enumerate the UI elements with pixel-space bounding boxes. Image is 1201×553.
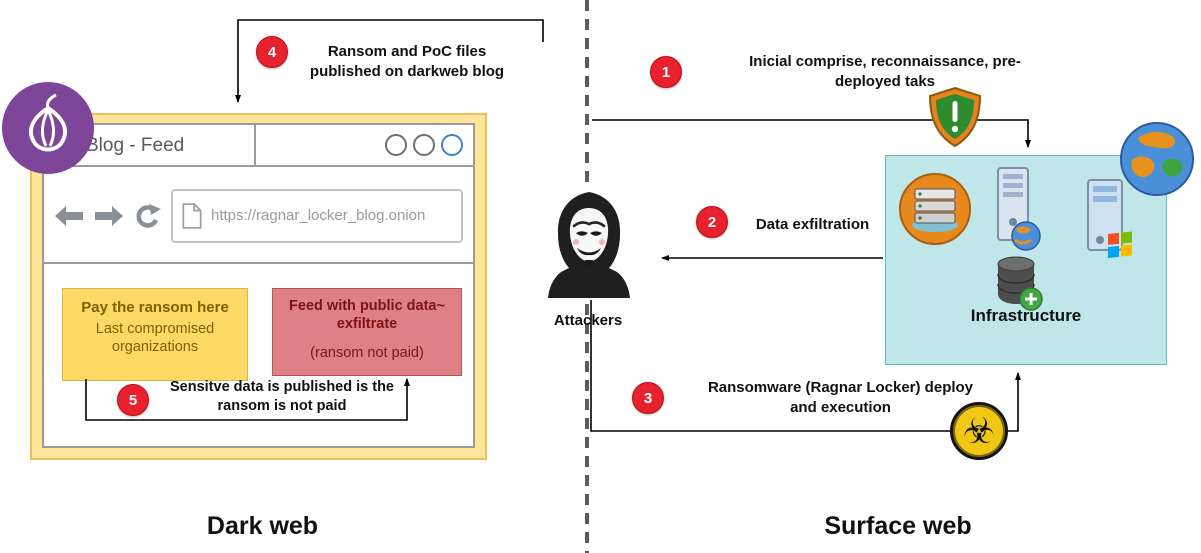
- globe-icon: [1120, 122, 1194, 196]
- window-control-circle-blue: [441, 134, 463, 156]
- url-text: https://ragnar_locker_blog.onion: [211, 207, 426, 224]
- database-add-icon: [997, 256, 1043, 311]
- infrastructure-label: Infrastructure: [970, 306, 1082, 325]
- biohazard-glyph: ☣: [962, 410, 996, 451]
- browser-tab-bar: Blog - Feed: [44, 125, 473, 167]
- public-data-feed-box: Feed with public data~ exfiltrate (ranso…: [272, 288, 462, 376]
- step-1-label: Inicial comprise, reconnaissance, pre- d…: [749, 53, 1021, 90]
- window-control-circle: [413, 134, 435, 156]
- step-3-label: Ransomware (Ragnar Locker) deploy and ex…: [707, 379, 974, 416]
- feed-box-title: Feed with public data~ exfiltrate: [289, 298, 445, 333]
- shield-icon: [928, 86, 982, 148]
- tor-onion-icon: [2, 82, 94, 174]
- refresh-icon: [136, 203, 161, 228]
- surface-web-label: Surface web: [824, 512, 972, 540]
- step-2-badge: 2: [696, 206, 728, 238]
- tab-title: Blog - Feed: [86, 135, 185, 156]
- step-3-badge: 3: [632, 382, 664, 414]
- feed-box-note: (ransom not paid): [310, 345, 424, 362]
- step-1-badge: 1: [650, 56, 682, 88]
- step-5-label: Sensitve data is published is the ransom…: [169, 379, 394, 414]
- step-5-badge: 5: [117, 384, 149, 416]
- ransom-box-title: Pay the ransom here: [81, 299, 229, 316]
- mainframe-icon: [899, 173, 971, 245]
- ransom-box-body: Last compromised organizations: [95, 320, 215, 355]
- address-bar: https://ragnar_locker_blog.onion: [171, 188, 463, 243]
- page-icon: [182, 202, 202, 229]
- server-globe-icon: [997, 167, 1041, 251]
- back-icon: [55, 205, 83, 226]
- attackers-label: Attackers: [553, 312, 623, 329]
- ransom-payment-box: Pay the ransom here Last compromised org…: [62, 288, 248, 381]
- window-control-circle: [385, 134, 407, 156]
- attacker-icon: [543, 190, 635, 298]
- windows-server-icon: [1087, 179, 1132, 258]
- window-controls: [385, 134, 463, 156]
- browser-toolbar: https://ragnar_locker_blog.onion: [44, 169, 473, 264]
- step-2-label: Data exfiltration: [755, 216, 870, 233]
- step-4-label: Ransom and PoC files published on darkwe…: [309, 43, 505, 80]
- forward-icon: [95, 205, 123, 226]
- dark-web-label: Dark web: [206, 512, 319, 540]
